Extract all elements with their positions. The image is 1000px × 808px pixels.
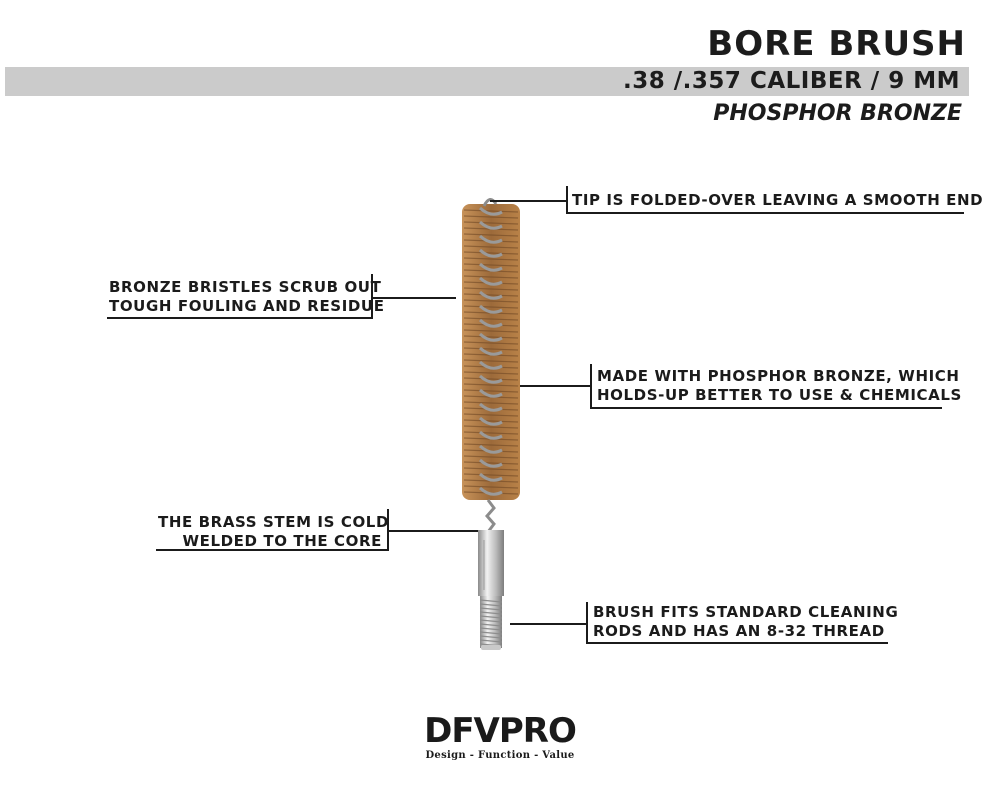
dfvpro-logo: DFVPRO Design - Function - Value: [420, 714, 580, 761]
subtitle-band: [5, 67, 969, 96]
callout-tip: TIP IS FOLDED-OVER LEAVING A SMOOTH END: [572, 191, 984, 209]
thread-leader: [510, 623, 587, 625]
stem-leader: [387, 530, 478, 532]
folded-tip: [482, 198, 498, 207]
stem: [478, 530, 504, 596]
product-title: BORE BRUSH: [707, 24, 966, 64]
callout-bristles: BRONZE BRISTLES SCRUB OUT TOUGH FOULING …: [109, 278, 385, 315]
bristle-body: [462, 204, 520, 500]
callout-thread: BRUSH FITS STANDARD CLEANING RODS AND HA…: [593, 603, 899, 640]
bristles-leader: [371, 297, 456, 299]
caliber-subtitle: .38 /.357 CALIBER / 9 MM: [623, 68, 960, 94]
phosphor-leader: [520, 385, 592, 387]
callout-stem: THE BRASS STEM IS COLD WELDED TO THE COR…: [158, 513, 390, 550]
bore-brush-image: [462, 198, 520, 650]
callout-phosphor: MADE WITH PHOSPHOR BRONZE, WHICH HOLDS-U…: [597, 367, 962, 404]
material-label: PHOSPHOR BRONZE: [713, 101, 962, 126]
logo-tagline: Design - Function - Value: [425, 750, 575, 761]
tip-leader: [490, 200, 566, 202]
logo-wordmark: DFVPRO: [424, 711, 577, 751]
